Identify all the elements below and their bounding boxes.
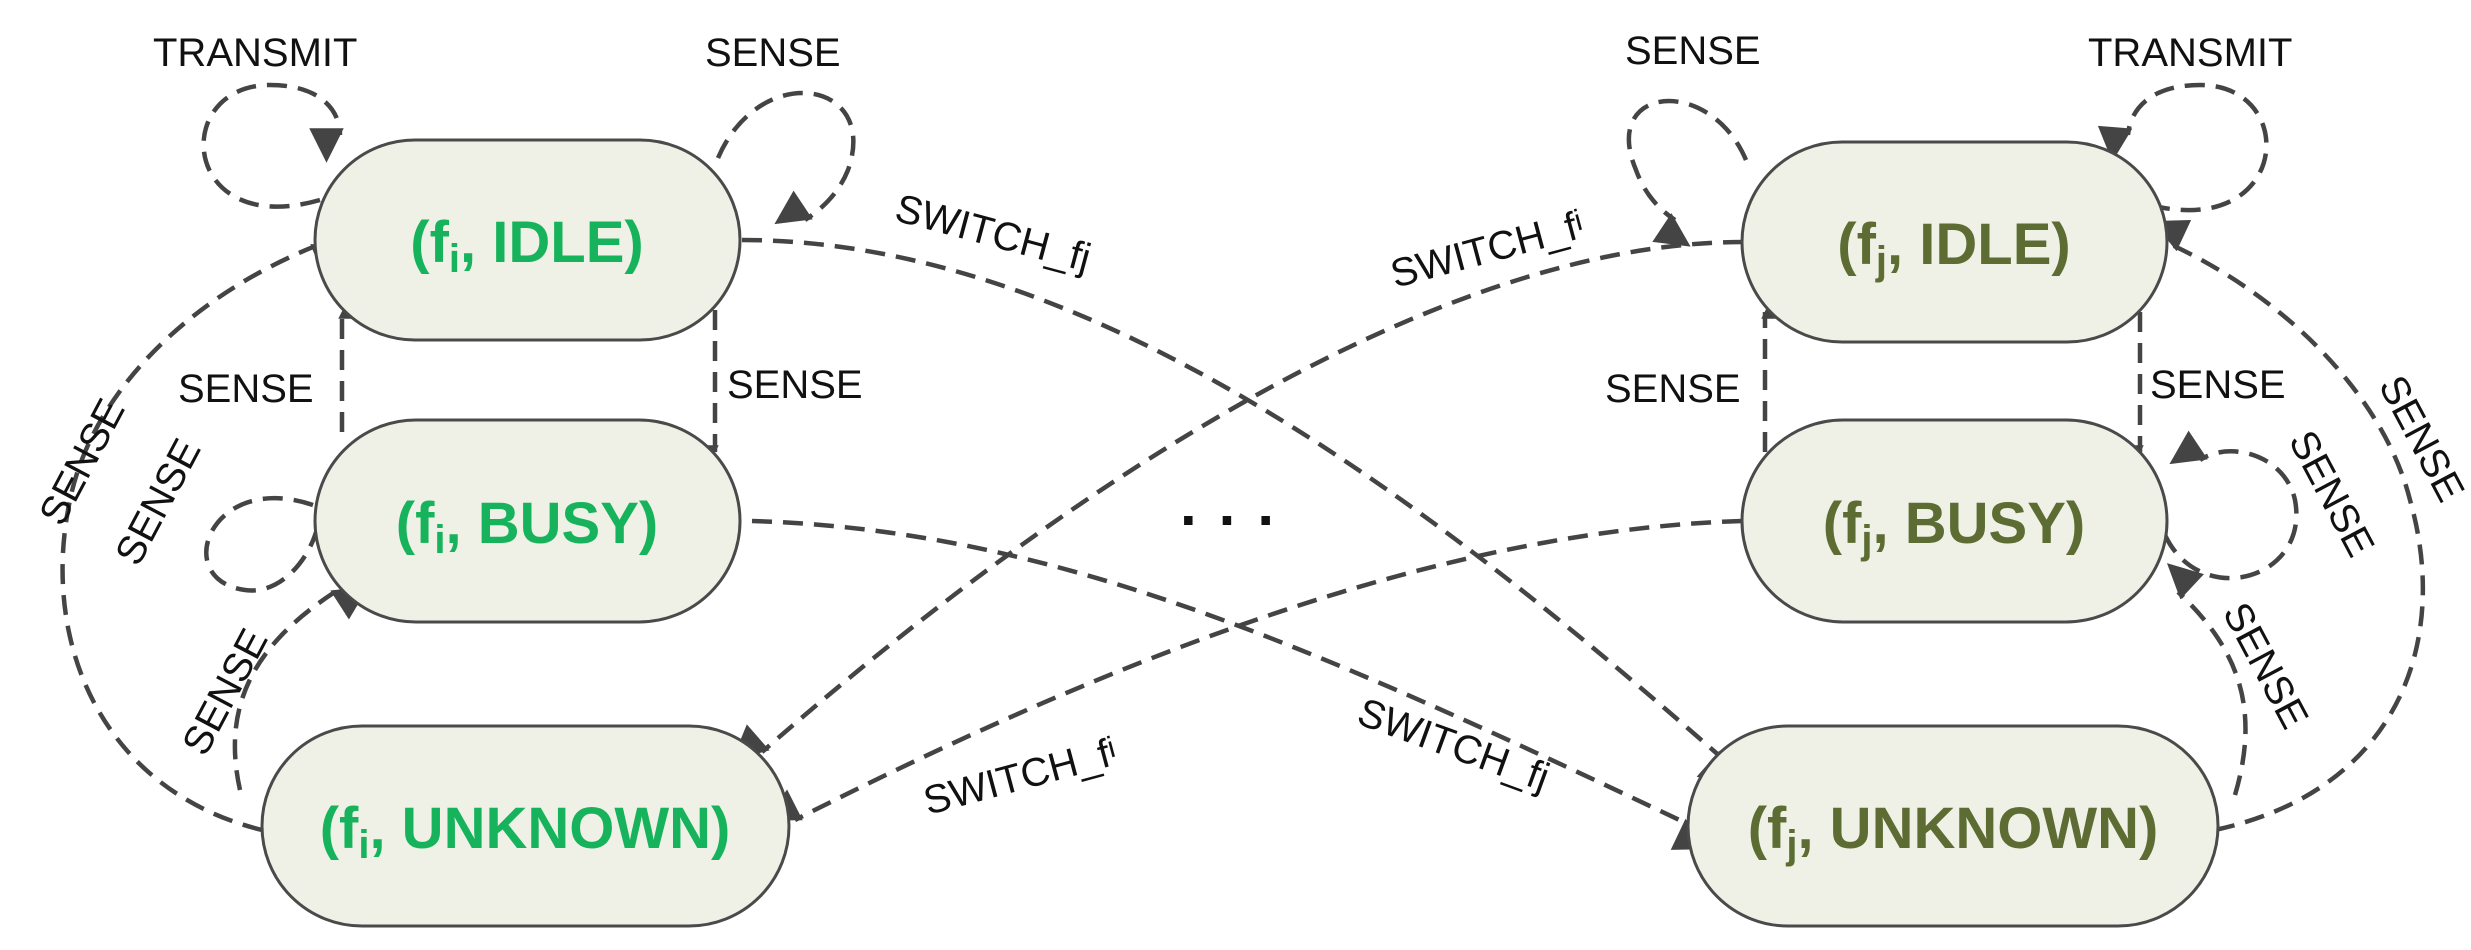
label-fj-busy-to-idle: SENSE (1605, 367, 1741, 411)
nodes: (fi, IDLE) (fi, BUSY) (fi, UNKNOWN) (fj,… (260, 138, 2220, 928)
state-fj-idle: (fj, IDLE) (1740, 140, 2169, 344)
state-fi-busy: (fi, BUSY) (313, 418, 742, 624)
state-fi-unknown: (fi, UNKNOWN) (260, 724, 791, 928)
label-fj-idle-sense-loop: SENSE (1625, 29, 1761, 73)
fi-idle-transmit-loop (201, 82, 344, 209)
fj-idle-sense-loop (1626, 98, 1749, 247)
label-fi-unknown-to-idle: SENSE (31, 392, 134, 532)
fj-unknown-to-idle (2152, 219, 2426, 833)
fi-unknown-to-busy (232, 586, 369, 791)
label-fj-unknown-to-busy: SENSE (2214, 596, 2317, 736)
svg-text:(fj, UNKNOWN): (fj, UNKNOWN) (1748, 796, 2159, 867)
state-fj-busy: (fj, BUSY) (1740, 418, 2169, 624)
svg-text:(fj, BUSY): (fj, BUSY) (1823, 491, 2085, 562)
fj-busy-to-fi-unknown (764, 518, 1743, 823)
edges (60, 82, 2426, 850)
label-switch-fj-top: SWITCH_fj (891, 186, 1096, 280)
fi-idle-sense-loop (715, 90, 856, 225)
svg-text:(fi, UNKNOWN): (fi, UNKNOWN) (320, 796, 731, 867)
ellipsis: ... (1180, 471, 1296, 538)
fj-idle-to-fi-unknown (732, 239, 1744, 761)
fi-busy-to-fj-unknown (751, 518, 1710, 850)
svg-text:(fi, BUSY): (fi, BUSY) (396, 491, 658, 562)
fj-idle-transmit-loop (2097, 82, 2269, 213)
label-switch-fi-top: SWITCH_fi (1386, 203, 1588, 297)
fi-busy-sense-loop (204, 496, 321, 593)
svg-text:(fj, IDLE): (fj, IDLE) (1837, 212, 2070, 283)
fi-idle-to-fj-unknown (741, 237, 1734, 787)
state-fj-unknown: (fj, UNKNOWN) (1686, 724, 2220, 928)
label-fi-transmit: TRANSMIT (153, 31, 357, 75)
label-fj-idle-to-busy: SENSE (2150, 363, 2286, 407)
fj-busy-sense-loop (2162, 430, 2299, 581)
state-fi-idle: (fi, IDLE) (313, 138, 742, 342)
label-switch-fi-bottom: SWITCH_fi (919, 730, 1121, 824)
label-fj-transmit: TRANSMIT (2088, 31, 2292, 75)
fi-unknown-to-idle (60, 242, 349, 833)
label-fi-busy-to-idle: SENSE (178, 367, 314, 411)
svg-text:(fi, IDLE): (fi, IDLE) (410, 210, 643, 281)
label-fi-busy-loop: SENSE (107, 432, 210, 572)
label-fi-idle-to-busy: SENSE (727, 363, 863, 407)
label-fi-idle-sense-loop: SENSE (705, 31, 841, 75)
fj-unknown-to-busy (2166, 563, 2248, 796)
label-fi-unknown-to-busy: SENSE (174, 622, 277, 762)
